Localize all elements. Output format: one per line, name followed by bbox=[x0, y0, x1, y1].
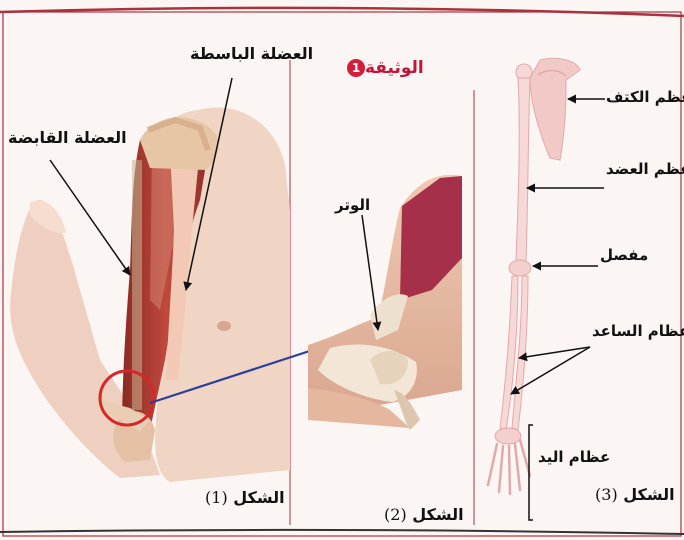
document-title-text: الوثيقة bbox=[365, 58, 424, 78]
figure3-caption-word: الشكل bbox=[623, 485, 674, 504]
figure2-caption-word: الشكل bbox=[412, 505, 463, 524]
forearm-bones-label: عظام الساعد bbox=[592, 322, 684, 340]
leader-tendon bbox=[362, 215, 378, 330]
figure1-caption-word: الشكل bbox=[233, 488, 284, 507]
document-title: الوثيقة1 bbox=[342, 58, 424, 78]
flexor-muscle-label: العضلة القابضة bbox=[8, 128, 127, 147]
figure1-caption-number: (1) bbox=[205, 488, 228, 507]
upper-arm-bone-label: عظم العضد bbox=[606, 160, 684, 178]
hand-bones-label: عظام اليد bbox=[538, 448, 610, 466]
skeleton-arm-illustration bbox=[488, 58, 580, 494]
figure3-caption-number: (3) bbox=[595, 485, 618, 504]
shoulder-bone-label: عظم الكتف bbox=[606, 88, 684, 106]
extensor-muscle-label: العضلة الباسطة bbox=[190, 44, 313, 63]
elbow-tendon-illustration bbox=[308, 175, 462, 430]
figure3-caption: الشكل (3) bbox=[595, 485, 675, 504]
figure1-caption: الشكل (1) bbox=[205, 488, 285, 507]
document-number-badge: 1 bbox=[347, 59, 365, 77]
hand-bones-icon bbox=[488, 440, 530, 494]
tendon-label: الوتر bbox=[335, 196, 370, 214]
hand-bones-bracket bbox=[529, 425, 533, 520]
joint-label: مفصل bbox=[600, 246, 648, 264]
figure2-caption-number: (2) bbox=[384, 505, 407, 524]
figure2-caption: الشكل (2) bbox=[384, 505, 464, 524]
